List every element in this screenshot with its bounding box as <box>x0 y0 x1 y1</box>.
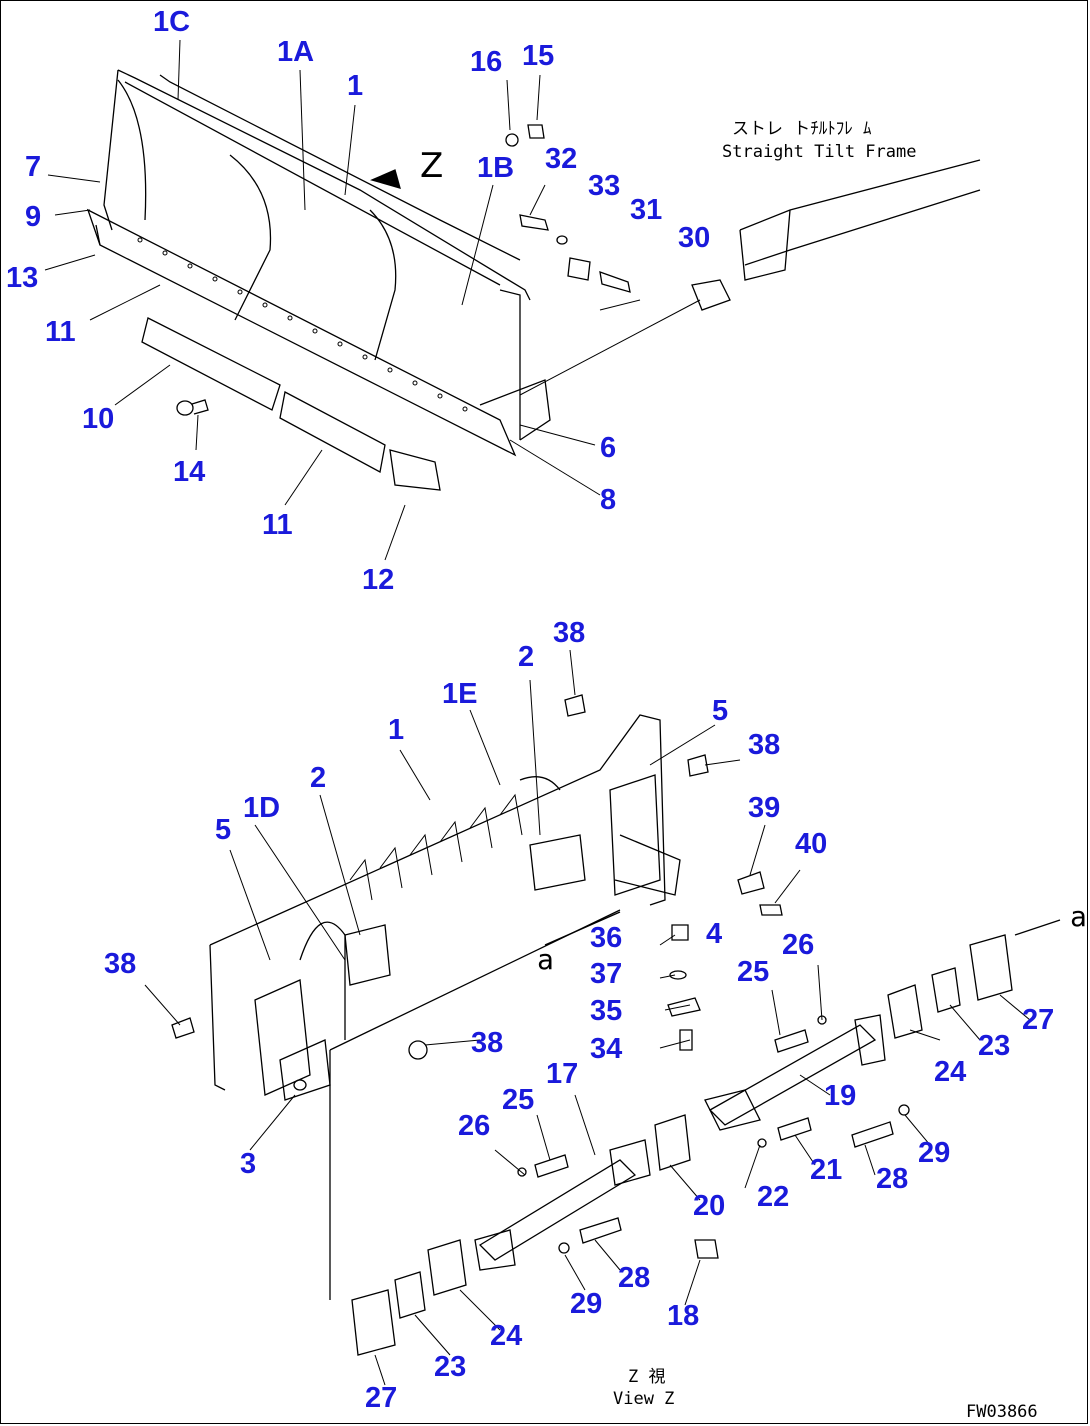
callout-36: 36 <box>590 922 623 954</box>
view-z-letter: Z <box>420 146 444 186</box>
callout-2-left: 2 <box>310 762 327 794</box>
callout-15: 15 <box>522 40 555 72</box>
callout-12: 12 <box>362 564 395 596</box>
callout-1B: 1B <box>477 152 515 184</box>
ref-a-left: a <box>537 943 554 976</box>
callout-35: 35 <box>590 995 623 1027</box>
callout-33: 33 <box>588 170 621 202</box>
callout-24-right: 24 <box>934 1056 967 1088</box>
callout-34: 34 <box>590 1033 623 1065</box>
blade-rear-assembly <box>171 694 1061 1356</box>
callout-8: 8 <box>600 484 617 516</box>
callout-25-right: 25 <box>737 956 770 988</box>
callout-11-upper: 11 <box>45 316 76 348</box>
blade-front-assembly <box>86 69 981 491</box>
callout-32: 32 <box>545 143 578 175</box>
callout-39: 39 <box>748 792 781 824</box>
callout-30: 30 <box>678 222 711 254</box>
view-label-jp: Z 視 <box>628 1367 666 1387</box>
callout-5-left: 5 <box>215 814 232 846</box>
drawing-number: FW03866 <box>966 1402 1038 1422</box>
callout-38-left: 38 <box>104 948 137 980</box>
frame-label-en: Straight Tilt Frame <box>722 142 917 162</box>
callout-3: 3 <box>240 1148 257 1180</box>
callout-17: 17 <box>546 1058 579 1090</box>
callout-29-left: 29 <box>570 1288 603 1320</box>
callout-38-top: 38 <box>553 617 586 649</box>
callout-5-right: 5 <box>712 695 729 727</box>
callout-11-lower: 11 <box>262 509 293 541</box>
ref-a-right: a <box>1070 900 1087 933</box>
callout-38-right: 38 <box>748 729 781 761</box>
callout-23-left: 23 <box>434 1351 467 1383</box>
callout-10: 10 <box>82 403 115 435</box>
leader-lines <box>44 39 1031 1386</box>
callout-28-right: 28 <box>876 1163 909 1195</box>
callout-1: 1 <box>347 70 364 102</box>
callout-1C: 1C <box>153 6 191 38</box>
callout-27-left: 27 <box>365 1382 398 1414</box>
callout-1A: 1A <box>277 36 315 68</box>
callout-25-left: 25 <box>502 1084 535 1116</box>
callout-20: 20 <box>693 1190 726 1222</box>
callout-22: 22 <box>757 1181 790 1213</box>
frame-label-jp: ストレ トﾁﾙﾄﾌﾚ ﾑ <box>732 119 872 139</box>
callout-26-left: 26 <box>458 1110 491 1142</box>
callout-38-center: 38 <box>471 1027 504 1059</box>
callout-4: 4 <box>706 918 723 950</box>
callout-9: 9 <box>25 201 42 233</box>
callout-29-right: 29 <box>918 1137 951 1169</box>
callout-19: 19 <box>824 1080 857 1112</box>
callout-13: 13 <box>6 262 39 294</box>
callout-40: 40 <box>795 828 828 860</box>
callout-1D: 1D <box>243 792 281 824</box>
callout-21: 21 <box>810 1154 843 1186</box>
callout-6: 6 <box>600 432 617 464</box>
callout-27-right: 27 <box>1022 1004 1055 1036</box>
callout-28-left: 28 <box>618 1262 651 1294</box>
callout-14: 14 <box>173 456 206 488</box>
callout-26-right: 26 <box>782 929 815 961</box>
view-label-en: View Z <box>613 1389 675 1409</box>
callout-24-left: 24 <box>490 1320 523 1352</box>
callout-16: 16 <box>470 46 503 78</box>
callout-23-right: 23 <box>978 1030 1011 1062</box>
callout-2-right: 2 <box>518 641 535 673</box>
callout-1-lower: 1 <box>388 714 405 746</box>
callout-18: 18 <box>667 1300 700 1332</box>
callout-31: 31 <box>630 194 663 226</box>
callout-37: 37 <box>590 958 623 990</box>
callout-7: 7 <box>25 151 42 183</box>
callout-1E: 1E <box>442 678 478 710</box>
